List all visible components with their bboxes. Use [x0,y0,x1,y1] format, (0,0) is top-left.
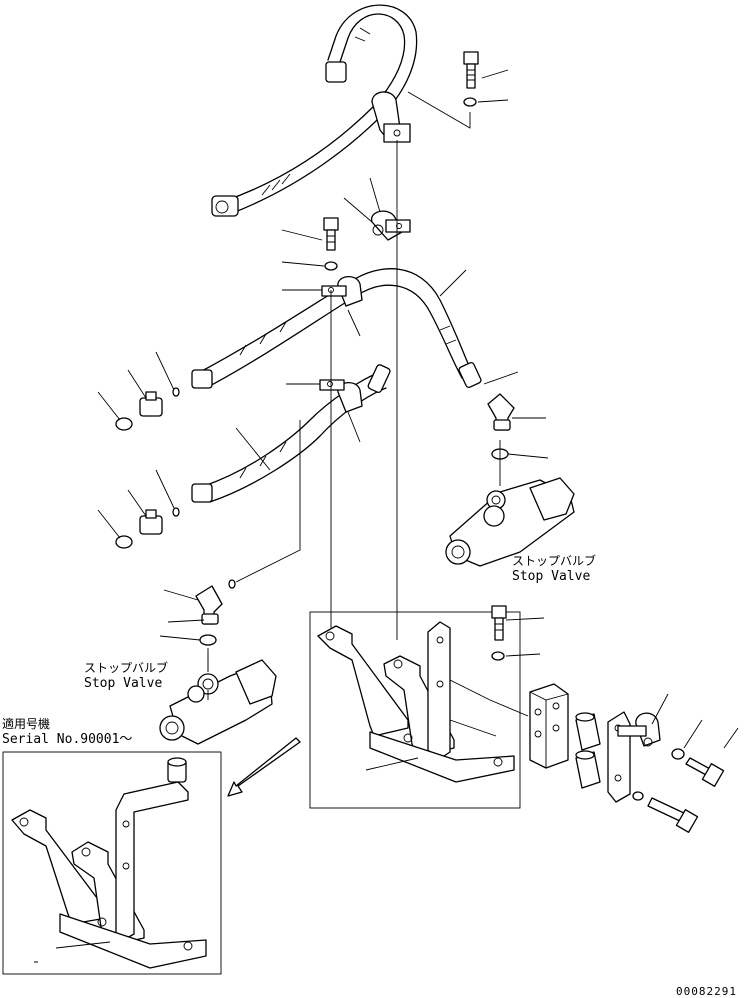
bolt-top-right [463,51,479,89]
collar-upper [575,712,601,751]
spacer-block [529,683,569,769]
stop-valve-right-caption: ストップバルブ Stop Valve [512,554,596,584]
hose-end-fitting-top [325,61,347,83]
washer-bracket [491,651,505,661]
washer-right [671,748,685,760]
short-hose-right-fitting [367,364,391,393]
serial-applicability-label: 適用号機 Serial No.90001～ [2,717,132,747]
hose-clamp-right [617,712,661,747]
hose-clamp-long-hose [321,276,363,307]
washer-top-right [463,97,477,107]
adapter-lower-left [139,509,163,535]
o-ring-left-valve [199,634,217,646]
arrow-to-inset [227,737,301,797]
o-ring-lower-left-inner [172,507,180,517]
mounting-bracket [317,621,515,783]
bracket-group-box [309,611,521,809]
long-hose-left-fitting [191,369,213,389]
hose-clamp-short-hose [319,379,363,413]
serial-variant-inset-box [2,751,222,975]
stop-valve-right [445,477,575,567]
hose-clamp-upper [371,91,411,143]
elbow-fitting-left [163,585,223,625]
hose-clamp-middle [371,210,411,241]
stop-valve-left [159,659,277,745]
o-ring-lower-left-outer [115,535,133,549]
elbow-fitting-right [483,371,546,431]
o-ring-upper-left-outer [115,417,133,431]
upper-hose [211,4,418,217]
collar-lower [575,750,601,789]
washer-middle [324,261,338,271]
stop-valve-right-caption-jp: ストップバルブ [512,554,597,568]
short-hose-left-fitting [191,483,213,503]
bolt-bracket [491,605,507,641]
bolt-middle [323,217,339,251]
serial-label-jp: 適用号機 [2,717,51,731]
o-ring-upper-left-inner [172,387,180,397]
stop-valve-left-caption-en: Stop Valve [84,676,163,691]
long-hose-right-fitting [458,361,482,389]
inset-mounting-bracket [11,757,207,969]
stop-valve-left-caption: ストップバルブ Stop Valve [84,661,168,691]
bolt-right [685,757,725,787]
washer-right-lower [632,791,644,801]
stop-valve-left-caption-jp: ストップバルブ [84,661,169,675]
adapter-upper-left [139,391,163,417]
stop-valve-right-caption-en: Stop Valve [512,569,591,584]
bolt-lower-right [647,797,699,833]
long-hose [191,268,482,389]
o-ring-center [228,579,236,589]
serial-label-en: Serial No.90001～ [2,732,133,747]
short-hose [191,364,391,503]
hose-end-fitting-left [211,195,239,217]
document-number: 00082291 [676,985,737,998]
